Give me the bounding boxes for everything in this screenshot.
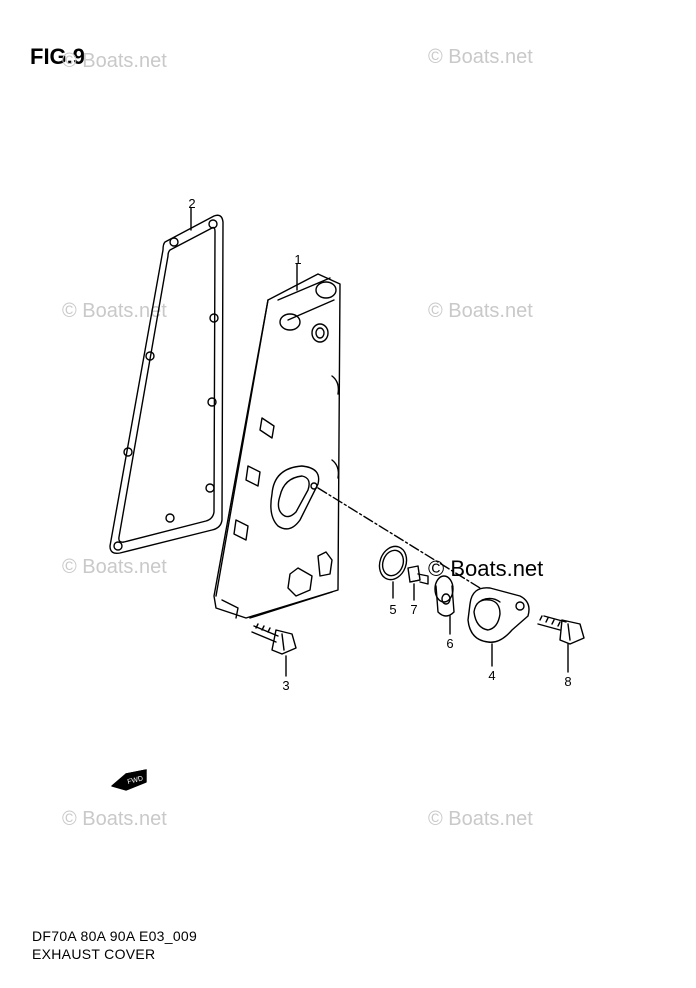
watermark: © Boats.net — [428, 46, 533, 68]
part-2-gasket — [109, 214, 224, 555]
watermark: © Boats.net — [428, 808, 533, 830]
watermark: © Boats.net — [62, 50, 167, 72]
part-7-small-bolt — [407, 565, 429, 585]
fwd-label: FWD — [127, 775, 144, 786]
part-8-bolt — [537, 615, 585, 645]
watermark: © Boats.net — [62, 300, 167, 322]
model-code: DF70A 80A 90A E03_009 — [32, 928, 198, 944]
figure-title: FIG.9 — [30, 44, 86, 69]
callout-3: 3 — [282, 678, 290, 693]
callout-2: 2 — [188, 196, 196, 211]
part-5-o-ring — [378, 545, 408, 581]
callout-5: 5 — [389, 602, 397, 617]
callout-1: 1 — [294, 252, 302, 267]
part-1-exhaust-cover — [213, 273, 341, 619]
fwd-arrow-icon — [111, 769, 147, 791]
callout-8: 8 — [564, 674, 572, 689]
part-3-bolt — [251, 623, 297, 655]
callout-7: 7 — [410, 602, 418, 617]
part-4-flange — [467, 587, 530, 643]
section-name: EXHAUST COVER — [32, 946, 156, 962]
part-6-collar — [434, 575, 455, 617]
callout-6: 6 — [446, 636, 454, 651]
watermark: © Boats.net — [62, 808, 167, 830]
watermark: © Boats.net — [62, 556, 167, 578]
watermark: © Boats.net — [428, 300, 533, 322]
callout-4: 4 — [488, 668, 496, 683]
